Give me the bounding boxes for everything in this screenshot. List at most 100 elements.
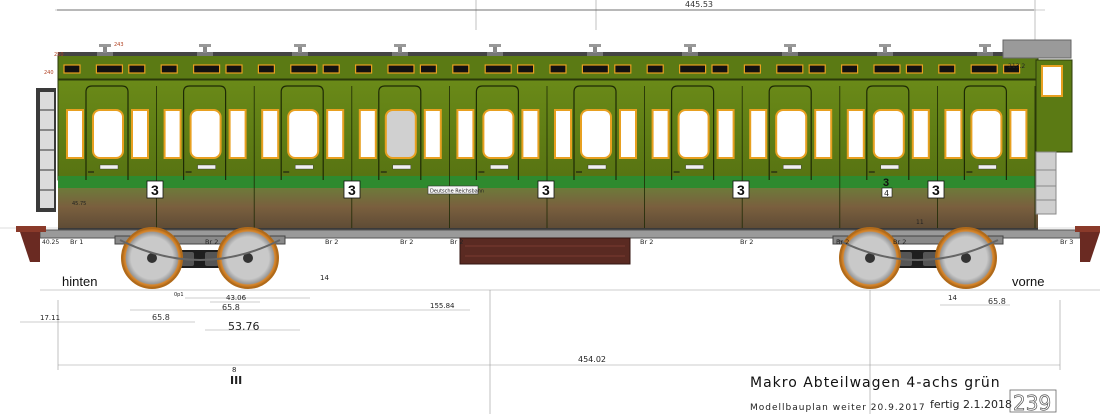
bogie-spring: [837, 239, 999, 261]
brake-label: Br 1: [70, 238, 83, 246]
clerestory-window: [1002, 64, 1021, 74]
roof-vent-stem: [983, 44, 987, 53]
wheel-hub: [865, 253, 875, 263]
roof-vent-base: [587, 52, 603, 56]
rear-ladder: [36, 88, 56, 212]
roof-vent-base: [97, 52, 113, 56]
clerestory-windows: [63, 64, 1021, 74]
side-window: [423, 109, 442, 159]
wheel-hub: [147, 253, 157, 263]
class-badge-number: 3: [542, 182, 550, 198]
class-badge-number: 3: [932, 182, 940, 198]
side-window: [846, 109, 865, 159]
roof-vent-stem: [493, 44, 497, 53]
door-plate: [587, 164, 607, 170]
compartment-door: [378, 85, 422, 180]
roof-vent-cap: [394, 44, 406, 47]
compartment-door: [475, 85, 519, 180]
dim-d13: 240: [44, 70, 54, 76]
roof-vent-cap: [199, 44, 211, 47]
brake-label: Br 2: [450, 238, 463, 246]
side-window: [619, 109, 637, 159]
class-badge: 3: [537, 180, 555, 199]
railway-sign-text: Deutsche Reichsbahn: [430, 189, 484, 195]
roof-vent-cap: [879, 44, 891, 47]
clerestory-window: [95, 64, 124, 74]
dim-d16: 0p1: [174, 292, 184, 298]
side-window: [911, 109, 930, 159]
roof-vent-base: [682, 52, 698, 56]
brake-label: Br 2: [740, 238, 753, 246]
roof-vents: [97, 44, 993, 56]
clerestory-window: [743, 64, 762, 74]
wheel-hub: [243, 253, 253, 263]
class-badge: 3: [146, 180, 164, 199]
side-window: [749, 109, 768, 159]
roof-vent-base: [782, 52, 798, 56]
dimension-texts: 454.02 155.84 65.8 43.06 65.8 53.76 17.1…: [40, 42, 1025, 364]
door-plate: [685, 164, 704, 170]
clerestory-window: [516, 64, 535, 74]
small-marker: 8: [232, 366, 236, 374]
class-combo-number: 3: [883, 177, 889, 189]
door-window: [287, 109, 320, 159]
clerestory-window: [776, 64, 804, 74]
dim-d7: 65.8: [988, 297, 1006, 306]
side-window: [66, 109, 84, 159]
compartment-door: [85, 85, 129, 180]
brake-label: Br 2: [640, 238, 653, 246]
clerestory-window: [452, 64, 470, 74]
label-vorne: vorne: [1012, 274, 1045, 289]
dim-d10: 45.75: [72, 201, 86, 207]
brake-label: Br 2: [205, 238, 218, 246]
compartment-door: [963, 85, 1007, 180]
wheel-hub: [961, 253, 971, 263]
clerestory-window: [938, 64, 956, 74]
railway-sign: Deutsche Reichsbahn: [427, 185, 484, 195]
roof-vent-stem: [298, 44, 302, 53]
dim-d12: 250: [54, 52, 64, 58]
side-window: [131, 109, 149, 159]
roof-vent-cap: [489, 44, 501, 47]
class-badge: 3: [343, 180, 361, 199]
bogie-frame: [114, 235, 286, 245]
roof-vent-base: [292, 52, 308, 56]
clerestory-window: [128, 64, 146, 74]
brake-label: Br 2: [893, 238, 906, 246]
clerestory-window: [355, 64, 373, 74]
side-window: [521, 109, 540, 159]
clerestory-window: [646, 64, 664, 74]
class-badge: 3: [732, 180, 750, 199]
dim-d1: 155.84: [430, 302, 455, 310]
roof-vent-stem: [103, 44, 107, 53]
door-window: [970, 109, 1003, 159]
clerestory-window: [160, 64, 178, 74]
page-number-box: [1009, 389, 1057, 413]
side-window: [358, 109, 377, 159]
roof-vent-cap: [979, 44, 991, 47]
front-end: [1035, 59, 1073, 215]
door-plate: [99, 164, 119, 170]
roof-vent-base: [197, 52, 213, 56]
side-window: [163, 109, 182, 159]
door-window: [677, 109, 710, 159]
dim-top-length-text: 445.53: [685, 0, 713, 9]
dim-d17: 11: [916, 219, 924, 226]
roof-vent-base: [487, 52, 503, 56]
compartment-door: [183, 85, 227, 180]
compartment-door: [573, 85, 617, 180]
dim-d3: 43.06: [226, 294, 247, 302]
clerestory-window: [873, 64, 901, 74]
door-window: [580, 109, 612, 159]
roof-vent-cap: [684, 44, 696, 47]
door-window: [189, 109, 222, 159]
bogie-frame: [832, 235, 1004, 245]
clerestory-window: [678, 64, 707, 74]
door-window: [384, 109, 417, 159]
side-window: [814, 109, 833, 159]
roman-numeral: III: [230, 374, 242, 387]
roof-vent-stem: [688, 44, 692, 53]
class-combo-badge: 34: [881, 177, 893, 198]
